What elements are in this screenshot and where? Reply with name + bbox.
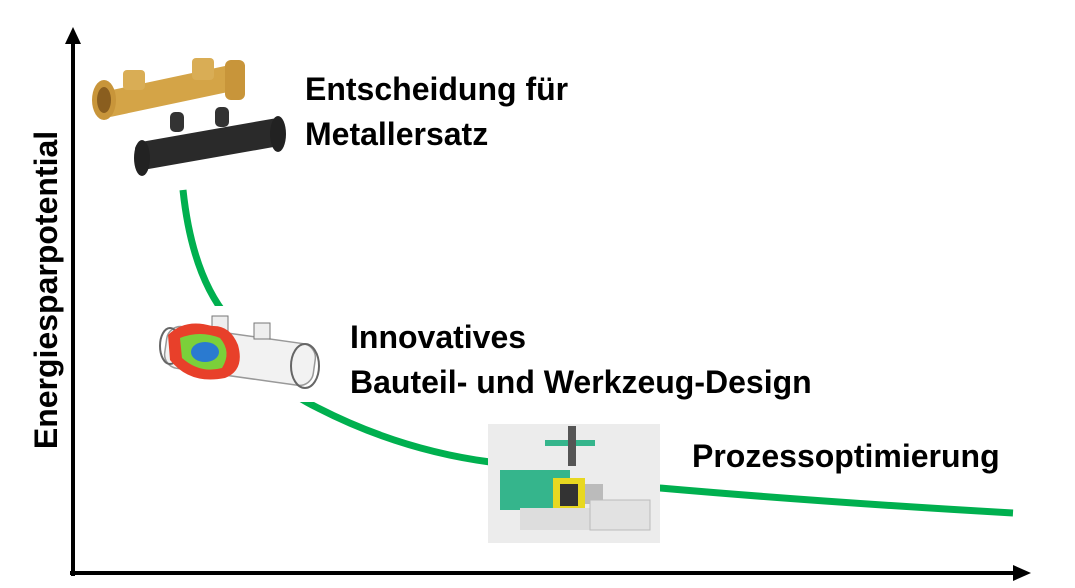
x-axis	[70, 565, 1031, 581]
stage-2-label-line2: Bauteil- und Werkzeug-Design	[350, 364, 812, 400]
y-axis-arrow-icon	[65, 27, 81, 44]
x-axis-arrow-icon	[1013, 565, 1031, 581]
stage-3-label: Prozessoptimierung	[692, 438, 1000, 474]
injection-molding-machine-image	[488, 424, 660, 543]
stage-2-label-line1: Innovatives	[350, 319, 526, 355]
y-axis-label: Energiesparpotential	[28, 131, 64, 449]
stage-1-label-line2: Metallersatz	[305, 116, 488, 152]
stage-1-label-line1: Entscheidung für	[305, 71, 568, 107]
y-axis	[65, 27, 81, 576]
simulation-part-image	[152, 306, 327, 402]
metal-replacement-fitting-image	[90, 50, 290, 180]
